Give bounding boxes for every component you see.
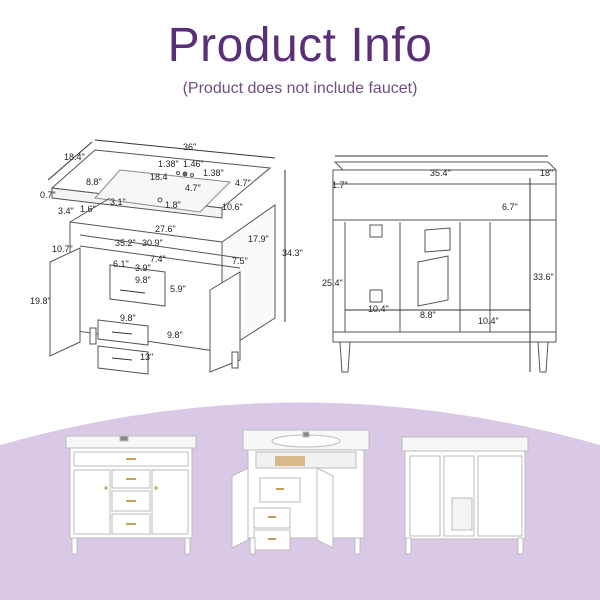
dim-label: 7.5" — [232, 256, 248, 266]
dim-label: 18" — [540, 168, 553, 178]
left-dimension-diagram — [47, 139, 286, 375]
dim-label: 1.38" — [203, 168, 224, 178]
dim-label: 6.1" — [113, 259, 129, 269]
dim-label: 25.4" — [322, 278, 343, 288]
dim-label: 5.9" — [170, 284, 186, 294]
dim-label: 6.7" — [502, 202, 518, 212]
dim-label: 7.4" — [150, 254, 166, 264]
dim-label: 8.8" — [86, 177, 102, 187]
dim-label: 33.6" — [533, 272, 554, 282]
right-dimension-labels: 35.4" 18" 1.7" 6.7" 25.4" 33.6" 10.4" 8.… — [322, 168, 554, 326]
dim-label: 1.7" — [332, 180, 348, 190]
dim-label: 3.4" — [58, 206, 74, 216]
right-dimension-diagram — [332, 155, 558, 373]
dim-label: 10.4" — [368, 304, 389, 314]
dim-label: 35.4" — [430, 168, 451, 178]
dim-label: 17.9" — [248, 234, 269, 244]
dim-label: 18.4 — [150, 172, 168, 182]
dim-label: 34.3" — [282, 248, 303, 258]
page-subtitle: (Product does not include faucet) — [182, 80, 418, 97]
dim-label: 10.6" — [222, 202, 243, 212]
dim-label: 1.46" — [183, 159, 204, 169]
dim-label: 10.7" — [52, 244, 73, 254]
dim-label: 18.4" — [64, 152, 85, 162]
dim-label: 3.1" — [110, 197, 126, 207]
vanity-front-closed — [65, 435, 197, 555]
dim-label: 27.6" — [155, 224, 176, 234]
dim-label: 10.4" — [478, 316, 499, 326]
dim-label: 4.7" — [185, 183, 201, 193]
left-dimension-labels: 36" 18.4" 1.38" 1.46" 18.4 1.38" 4.7" 4.… — [30, 142, 303, 362]
dim-label: 1.38" — [158, 159, 179, 169]
vanity-back-view — [401, 436, 529, 555]
dim-label: 9.8" — [167, 330, 183, 340]
dim-label: 13" — [140, 352, 153, 362]
dim-label: 3.9" — [135, 263, 151, 273]
dim-label: 19.8" — [30, 296, 51, 306]
vanity-front-open — [231, 429, 370, 555]
dim-label: 8.8" — [420, 310, 436, 320]
dim-label: 0.7" — [40, 190, 56, 200]
dim-label: 30.9" — [142, 238, 163, 248]
dim-label: 1.8" — [165, 200, 181, 210]
dim-label: 4.7" — [235, 178, 251, 188]
dim-label: 36" — [183, 142, 196, 152]
dim-label: 9.8" — [135, 275, 151, 285]
dim-label: 35.2" — [115, 238, 136, 248]
dim-label: 1.6" — [80, 204, 96, 214]
page-title: Product Info — [167, 19, 433, 72]
dim-label: 9.8" — [120, 313, 136, 323]
